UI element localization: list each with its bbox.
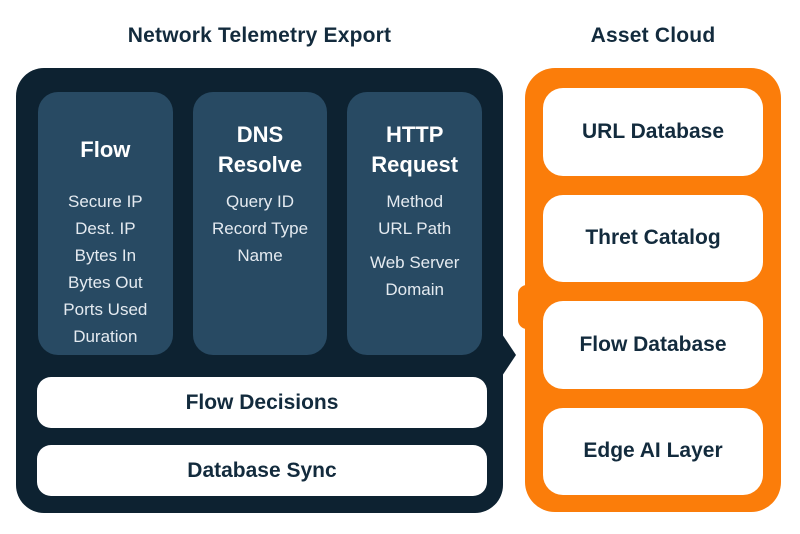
- flow-database-box: Flow Database: [543, 301, 763, 389]
- dns-resolve-column-items: Query ID Record Type Name: [198, 188, 323, 269]
- flow-item: Bytes In: [74, 246, 137, 265]
- thret-catalog-box: Thret Catalog: [543, 194, 763, 282]
- connector-arrow-icon: [502, 334, 516, 376]
- http-item: Web Server Domain: [369, 253, 460, 299]
- database-sync-bar: Database Sync: [37, 445, 487, 496]
- flow-database-label: Flow Database: [579, 332, 727, 356]
- flow-column-header: Flow: [80, 137, 131, 163]
- http-item: URL Path: [378, 219, 452, 238]
- http-request-column-header: HTTP Request: [371, 122, 459, 177]
- dns-resolve-column-header: DNS Resolve: [217, 122, 303, 177]
- flow-item: Duration: [73, 327, 138, 346]
- http-item: Method: [386, 192, 444, 211]
- flow-item: Dest. IP: [75, 219, 136, 238]
- database-sync-label: Database Sync: [187, 458, 337, 482]
- edge-ai-layer-box: Edge AI Layer: [543, 407, 763, 495]
- dns-item: Query ID: [225, 192, 295, 211]
- http-request-column: HTTP Request Method URL Path Web Server …: [347, 92, 483, 355]
- url-database-label: URL Database: [582, 119, 724, 143]
- thret-catalog-label: Thret Catalog: [585, 226, 721, 250]
- asset-cloud-section-title: Asset Cloud: [590, 24, 716, 47]
- telemetry-columns: Flow Secure IP Dest. IP Bytes In Bytes O…: [38, 92, 483, 355]
- dns-resolve-column: DNS Resolve Query ID Record Type Name: [192, 92, 328, 355]
- asset-cloud-panel: URL Database Thret Catalog Flow Database…: [518, 68, 781, 512]
- flow-item: Secure IP: [68, 192, 143, 211]
- edge-ai-layer-label: Edge AI Layer: [583, 439, 723, 463]
- flow-item: Bytes Out: [68, 273, 143, 292]
- telemetry-section-title: Network Telemetry Export: [127, 24, 392, 47]
- flow-decisions-bar: Flow Decisions: [37, 377, 487, 428]
- flow-column: Flow Secure IP Dest. IP Bytes In Bytes O…: [38, 92, 173, 355]
- http-request-column-items: Method URL Path Web Server Domain: [352, 188, 477, 303]
- dns-item: Record Type: [211, 219, 309, 238]
- dns-item: Name: [237, 246, 283, 265]
- telemetry-panel: Flow Secure IP Dest. IP Bytes In Bytes O…: [16, 68, 516, 513]
- url-database-box: URL Database: [543, 88, 763, 176]
- flow-item: Ports Used: [63, 300, 148, 319]
- flow-column-items: Secure IP Dest. IP Bytes In Bytes Out Po…: [43, 188, 168, 350]
- flow-decisions-label: Flow Decisions: [185, 390, 339, 414]
- connector-tab-icon: [518, 285, 536, 329]
